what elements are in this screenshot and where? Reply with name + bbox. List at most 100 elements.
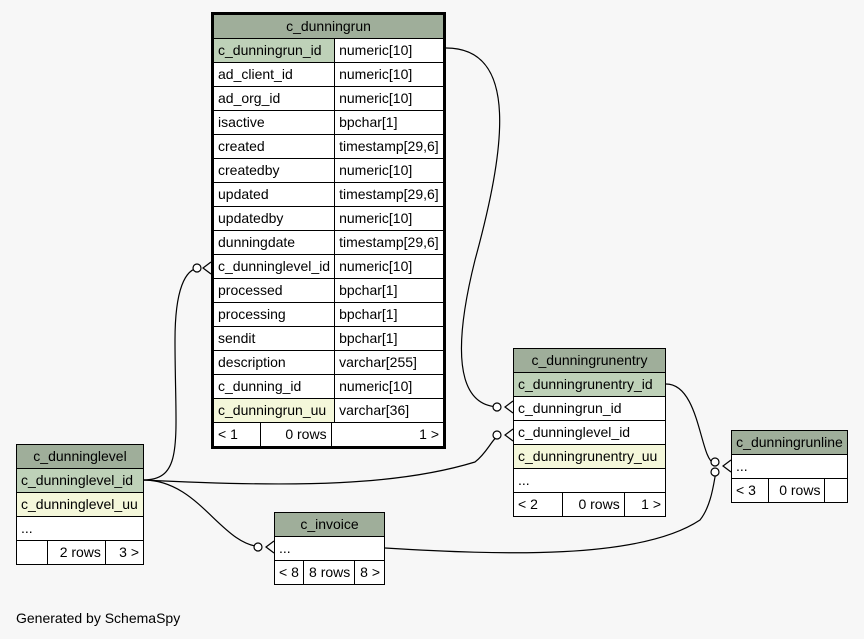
table-header: c_dunninglevel xyxy=(16,444,144,469)
children-count: 3 > xyxy=(104,540,145,565)
optional-marker xyxy=(710,457,720,467)
column-type: bpchar[1] xyxy=(334,302,445,327)
table-row[interactable]: ... xyxy=(731,454,848,479)
parents-count: < 3 xyxy=(731,478,769,503)
column-name: c_dunningrunentry_id xyxy=(513,372,666,397)
table-row[interactable]: c_dunninglevel_id xyxy=(16,468,144,493)
crowfoot-marker xyxy=(265,540,275,554)
crowfoot-marker xyxy=(504,400,514,414)
column-name: createdby xyxy=(211,158,336,183)
column-name: c_dunninglevel_id xyxy=(16,468,144,493)
column-type: timestamp[29,6] xyxy=(334,134,445,159)
column-name: updatedby xyxy=(211,206,336,231)
row-count: 0 rows xyxy=(562,492,625,517)
column-type: numeric[10] xyxy=(334,86,445,111)
column-name: c_dunningrun_id xyxy=(513,396,666,421)
column-type: numeric[10] xyxy=(334,374,445,399)
children-count: 1 > xyxy=(330,423,443,446)
row-count: 0 rows xyxy=(767,478,826,503)
column-name: c_dunningrunentry_uu xyxy=(513,444,666,469)
table-row[interactable]: c_dunningrun_id xyxy=(513,396,666,421)
crowfoot-marker xyxy=(202,261,212,275)
column-type: varchar[255] xyxy=(334,350,445,375)
column-name: ... xyxy=(513,468,666,493)
column-name: sendit xyxy=(211,326,336,351)
link-level-to-entry xyxy=(142,434,501,485)
column-type: numeric[10] xyxy=(334,206,445,231)
optional-marker xyxy=(253,542,263,552)
column-name: ad_org_id xyxy=(211,86,336,111)
column-name: dunningdate xyxy=(211,230,336,255)
column-type: numeric[10] xyxy=(334,62,445,87)
crowfoot-marker xyxy=(504,428,514,442)
column-name: ... xyxy=(16,516,144,541)
column-name: updated xyxy=(211,182,336,207)
column-type: varchar[36] xyxy=(334,398,445,423)
table-header: c_invoice xyxy=(274,512,385,537)
column-type: numeric[10] xyxy=(334,38,445,63)
column-name: c_dunningrun_uu xyxy=(211,398,336,423)
crowfoot-marker xyxy=(722,459,732,473)
column-name: description xyxy=(211,350,336,375)
row-count: 2 rows xyxy=(46,540,106,565)
column-type: timestamp[29,6] xyxy=(334,182,445,207)
optional-marker xyxy=(192,263,202,273)
parents-count: < 8 xyxy=(274,560,304,585)
table-row[interactable]: c_dunninglevel_uu xyxy=(16,492,144,517)
column-name: c_dunningrun_id xyxy=(211,38,336,63)
table-row[interactable]: c_dunninglevel_id xyxy=(513,420,666,445)
table-header: c_dunningrunentry xyxy=(513,348,666,373)
column-type: numeric[10] xyxy=(334,254,445,279)
column-type: bpchar[1] xyxy=(334,110,445,135)
optional-marker xyxy=(710,467,720,477)
row-count: 0 rows xyxy=(259,423,332,446)
link-entry-to-runline xyxy=(665,383,715,464)
table-row[interactable]: ... xyxy=(274,536,385,561)
table-row[interactable]: ... xyxy=(513,468,666,493)
column-name: created xyxy=(211,134,336,159)
column-name: processing xyxy=(211,302,336,327)
link-invoice-to-runline xyxy=(384,471,717,554)
parents-count: < 2 xyxy=(512,492,564,517)
column-name: c_dunninglevel_id xyxy=(513,420,666,445)
column-name: processed xyxy=(211,278,336,303)
table-row[interactable]: c_dunningrunentry_uu xyxy=(513,444,666,469)
column-name: ... xyxy=(731,454,848,479)
column-type: bpchar[1] xyxy=(334,278,445,303)
table-row[interactable]: ... xyxy=(16,516,144,541)
table-row[interactable]: c_dunningrunentry_id xyxy=(513,372,666,397)
row-count: 8 rows xyxy=(302,560,356,585)
table-header: c_dunningrunline xyxy=(731,430,848,455)
parents-count xyxy=(16,540,48,565)
column-name: c_dunninglevel_uu xyxy=(16,492,144,517)
column-name: ... xyxy=(274,536,385,561)
column-name: ad_client_id xyxy=(211,62,336,87)
column-name: c_dunninglevel_id xyxy=(211,254,336,279)
